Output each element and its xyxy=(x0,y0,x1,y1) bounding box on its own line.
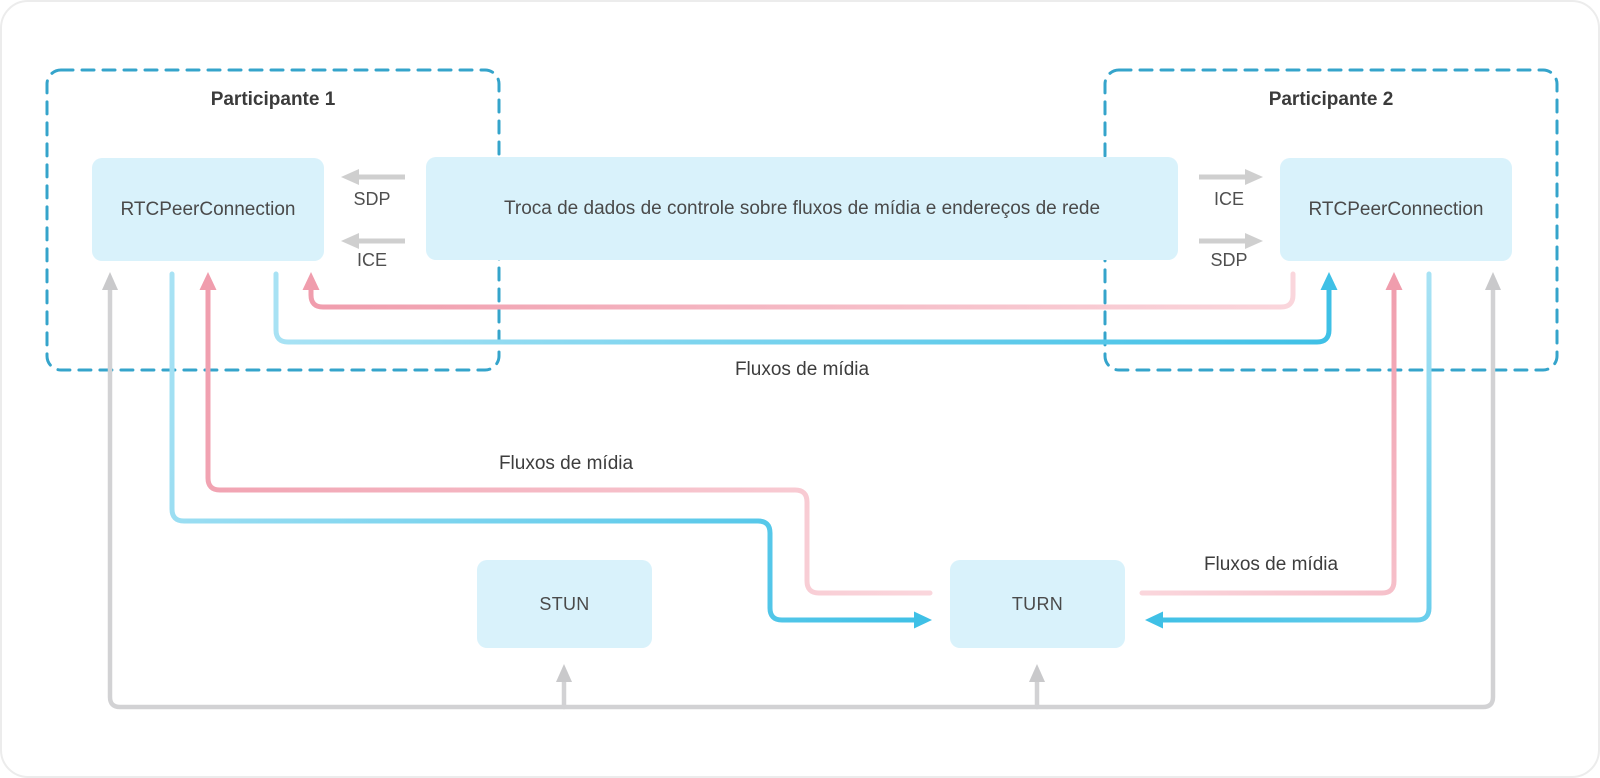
ice-arrowhead-to-p2 xyxy=(1245,169,1263,185)
network-arrowhead-p1 xyxy=(102,272,118,290)
ice-label-right: ICE xyxy=(1213,188,1244,209)
media-flow-direct-p2-to-p1 xyxy=(308,271,1296,310)
stun-arrowhead xyxy=(556,664,572,682)
media-flow-label-via-turn-left: Fluxos de mídia xyxy=(498,453,634,474)
sdp-label-right: SDP xyxy=(1210,249,1248,270)
media-direct-arrowhead-p2 xyxy=(1320,272,1338,290)
turn-server-node: TURN xyxy=(950,560,1125,648)
media-flow-direct-p1-to-p2 xyxy=(273,271,1332,345)
media-flow-turn-to-p2 xyxy=(1139,287,1397,596)
media-arrowhead-into-turn-right xyxy=(1145,611,1163,629)
participant1-dashed-boundary xyxy=(45,68,501,372)
media-turn-arrowhead-p2 xyxy=(1385,272,1403,290)
network-path-line xyxy=(107,287,1496,710)
sdp-arrowhead-to-p2 xyxy=(1245,233,1263,249)
rtcpeerconnection-node-p1: RTCPeerConnection xyxy=(92,158,324,261)
signaling-exchange-node: Troca de dados de controle sobre fluxos … xyxy=(426,157,1178,260)
media-flow-p1-to-turn xyxy=(169,271,917,623)
media-arrowhead-into-turn-left xyxy=(914,611,932,629)
media-flow-label-direct: Fluxos de mídia xyxy=(734,359,870,380)
sdp-label-left: SDP xyxy=(353,188,391,209)
sdp-arrowhead-to-p1 xyxy=(341,169,359,185)
ice-arrowhead-to-p1 xyxy=(341,233,359,249)
network-arrowhead-p2 xyxy=(1485,272,1501,290)
turn-arrowhead xyxy=(1029,664,1045,682)
media-flow-turn-to-p1 xyxy=(205,287,933,596)
participant1-title: Participante 1 xyxy=(210,89,336,110)
participant2-title: Participante 2 xyxy=(1268,89,1394,110)
media-direct-arrowhead-p1 xyxy=(302,272,320,290)
rtcpeerconnection-node-p2: RTCPeerConnection xyxy=(1280,158,1512,261)
media-flow-p2-to-turn xyxy=(1160,271,1432,623)
stun-server-node: STUN xyxy=(477,560,652,648)
media-turn-arrowhead-p1 xyxy=(199,272,217,290)
ice-label-left: ICE xyxy=(356,249,387,270)
media-flow-label-via-turn-right: Fluxos de mídia xyxy=(1203,554,1339,575)
